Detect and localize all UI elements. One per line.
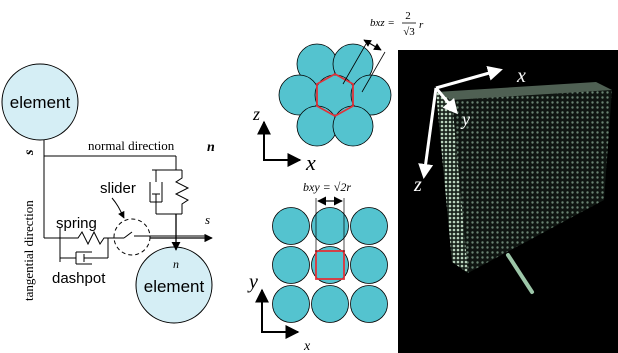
sphere: [311, 285, 349, 323]
simulation-photo: x y z: [398, 50, 618, 353]
photo-axis-x-label: x: [516, 65, 526, 87]
sphere: [350, 246, 388, 284]
tangential-spring: [60, 230, 112, 246]
photo-axis-z-arrow: [418, 87, 438, 179]
xz-formula-lhs: bxz =: [370, 17, 395, 29]
sphere: [350, 74, 392, 116]
xz-dim-line-b: [361, 51, 386, 93]
s-axis-label: s: [205, 212, 210, 227]
sphere: [272, 285, 310, 323]
xy-spheres: [272, 207, 388, 323]
sphere: [311, 246, 349, 284]
specimen-front-face: [452, 90, 612, 273]
spring-label: spring: [56, 215, 97, 232]
tangential-direction-label: tangential direction: [21, 200, 36, 301]
element-bottom-label: element: [144, 277, 205, 296]
tangential-symbol: s: [22, 149, 37, 156]
xz-formula-num: 2: [405, 10, 411, 22]
xy-formula: bxy = √2r: [303, 180, 351, 194]
sphere: [332, 105, 374, 147]
specimen-left-face: [436, 92, 468, 273]
sphere: [350, 285, 388, 323]
normal-direction-label: normal direction: [88, 138, 175, 153]
contact-model: element element normal direction n tange…: [1, 63, 215, 324]
photo-axis-x-arrow: [435, 66, 503, 90]
xz-formula-den: √3: [403, 26, 415, 38]
normal-dashpot: [149, 182, 163, 214]
sphere: [350, 207, 388, 245]
xz-dim-arrow: [363, 39, 382, 51]
sphere: [272, 207, 310, 245]
packing-xy: bxy = √2r y x: [247, 180, 388, 353]
slider-pointer: [111, 197, 125, 219]
n-axis-label: n: [173, 257, 179, 271]
xz-formula-r: r: [419, 19, 424, 31]
xz-axis-z-label: z: [252, 104, 260, 124]
xy-square-highlight: [315, 250, 345, 280]
photo-axis-y-label: y: [460, 109, 470, 129]
slider-element: [112, 231, 206, 239]
slider-dashed-circle: [113, 218, 151, 256]
xy-axis-y-label: y: [247, 271, 258, 293]
packing-xz: bxz = 2 √3 r z x: [252, 10, 424, 175]
element-top-circle: [1, 63, 79, 141]
sphere: [296, 105, 338, 147]
normal-symbol: n: [207, 140, 215, 155]
sphere: [272, 246, 310, 284]
normal-spring: [174, 170, 190, 214]
photo-axis-z-label: z: [413, 174, 422, 196]
xy-axis-x-label: x: [303, 339, 311, 353]
xz-dim-line-a: [342, 43, 367, 85]
sphere: [311, 207, 349, 245]
xz-axis-x-label: x: [305, 150, 316, 175]
tangential-dashpot: [60, 238, 109, 265]
slider-label: slider: [100, 180, 136, 197]
drill-rod: [506, 253, 534, 294]
xz-hexagon-highlight: [316, 72, 354, 118]
specimen-top-face: [436, 82, 612, 100]
dashpot-label: dashpot: [52, 270, 106, 287]
element-top-label: element: [10, 93, 71, 112]
xz-spheres: [278, 43, 392, 147]
photo-axis-y-arrow: [434, 87, 458, 115]
